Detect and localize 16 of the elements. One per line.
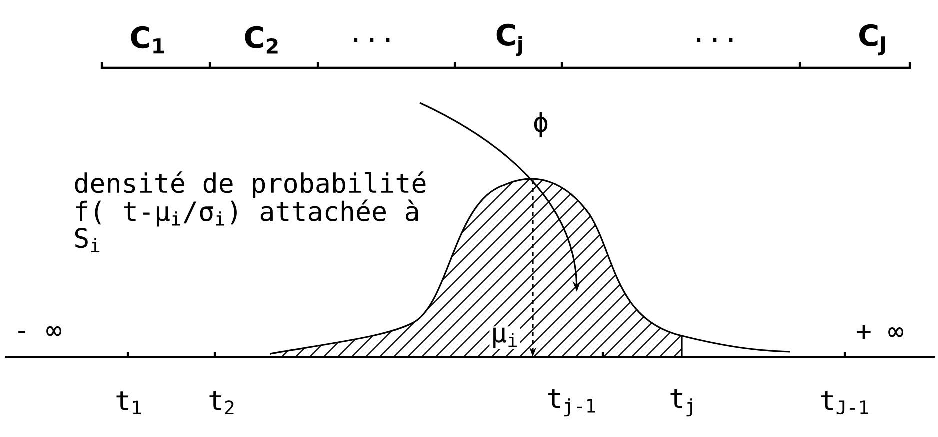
- threshold-label: t$_{1}$: [116, 392, 142, 414]
- interval-label: C$_{J}$: [860, 24, 886, 56]
- interval-label: C$_{1}$: [131, 26, 164, 54]
- infinity-label: + ∞: [857, 325, 904, 340]
- infinity-label: - ∞: [18, 326, 62, 336]
- interval-label: C$_{j}$: [496, 24, 522, 56]
- threshold-label: t$_{j}$: [670, 389, 692, 417]
- ellipsis: ...: [697, 38, 733, 42]
- threshold-label: t$_{j-1}$: [548, 389, 596, 417]
- interval-label: C$_{2}$: [245, 26, 278, 54]
- ellipsis: ...: [354, 38, 390, 42]
- threshold-label: t$_{2}$: [210, 391, 234, 415]
- description-text: densité de probabilité f( t-μ$_{i}$/σ$_{i}$) attachée à S$_{i}$: [75, 172, 426, 252]
- mapping-label: ϕ: [534, 112, 548, 138]
- mean-label: μ$_{i}$: [490, 326, 520, 350]
- threshold-label: t$_{J-1}$: [822, 391, 868, 415]
